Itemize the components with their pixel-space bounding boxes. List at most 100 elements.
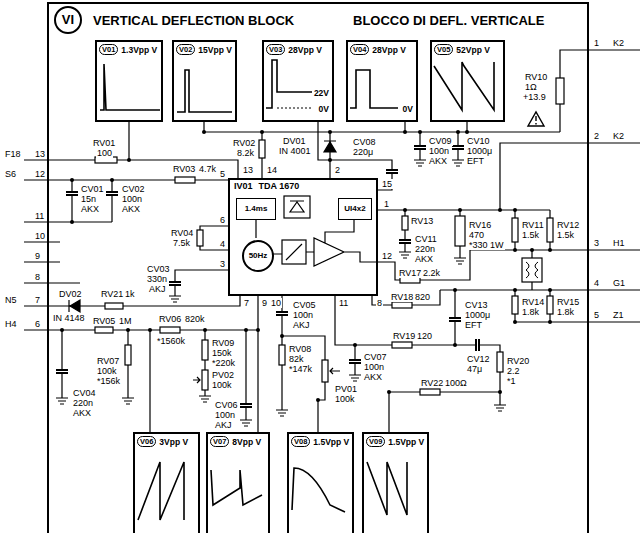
value-label: 220μ [352, 147, 374, 157]
part-name: RV18 [390, 292, 414, 302]
part-name: CV07 [363, 352, 388, 362]
connector-name: S6 [4, 169, 17, 179]
pin-number: 13 [34, 149, 46, 159]
pin-number: 11 [338, 298, 349, 308]
value-label: +13.9 [522, 92, 547, 102]
value-label: 1.8k [521, 307, 540, 317]
value-label: 1000μ [466, 146, 493, 156]
connector-name: N5 [4, 295, 18, 305]
pin-number: 14 [266, 165, 278, 175]
value-label: AKJ [214, 420, 233, 430]
pin-number: 10 [34, 231, 46, 241]
part-name: CV10 [466, 136, 491, 146]
frame [48, 3, 588, 533]
pin-number: 2 [593, 131, 600, 141]
part-name: RV06 [158, 314, 182, 324]
connector-name: H4 [4, 319, 18, 329]
pin-number: 820 [414, 292, 431, 302]
part-name: RV13 [410, 216, 434, 226]
value-label: 1Ω [524, 82, 538, 92]
waveform-box: V091.5Vpp V [362, 432, 429, 533]
pin-number: 120 [416, 331, 433, 341]
amplitude-label: 3Vpp V [159, 437, 188, 447]
part-name: RV20 [506, 356, 530, 366]
pin-number: 12 [34, 169, 46, 179]
waveform-box: V0552Vpp V [430, 40, 505, 122]
test-point-tag: V07 [210, 436, 229, 447]
part-name: RV19 [392, 331, 416, 341]
value-label: AKX [72, 408, 92, 418]
pin-number: 2 [334, 165, 341, 175]
part-name: RV07 [96, 356, 120, 366]
part-name: RV09 [211, 338, 235, 348]
part-name: RV08 [288, 344, 312, 354]
value-label: 1.8k [556, 307, 575, 317]
node-text: VI [62, 13, 74, 27]
capacitor-plates [56, 146, 479, 407]
value-label: AKX [80, 204, 100, 214]
waveform-box: V078Vpp V [206, 432, 270, 533]
value-label: 1.5k [556, 230, 575, 240]
part-name: CV12 [466, 354, 491, 364]
value-label: 1000μ [464, 310, 491, 320]
value-label: 220n [72, 398, 94, 408]
test-point-tag: V06 [137, 436, 156, 447]
amplitude-label: 1.5Vpp V [388, 437, 424, 447]
value-label: 100k [334, 394, 356, 404]
part-name: CV11 [414, 234, 438, 244]
part-name: CV02 [121, 184, 146, 194]
heading-text: BLOCCO DI DEFL. VERTICALE [352, 13, 545, 28]
part-name: RV05 [92, 316, 116, 326]
amplitude-label: 1.5Vpp V [313, 437, 349, 447]
waveform-box: V0215Vpp V [172, 40, 237, 122]
value-label: 330n [146, 274, 168, 284]
label-row: V081.5Vpp V [291, 436, 349, 447]
value-label: 2.2k [422, 268, 441, 278]
part-name: RV12 [556, 220, 580, 230]
label-row: V0428Vpp V [350, 44, 406, 55]
value-label: 1M [118, 316, 133, 326]
pin-number: 1 [383, 199, 390, 209]
amplitude-label: 52Vpp V [456, 45, 490, 55]
value-label: 220n [414, 244, 436, 254]
pin-number: 9 [34, 251, 41, 261]
pin-number: 3 [593, 238, 600, 248]
label-row: IV01TDA 1670 [234, 181, 299, 192]
value-label: 100n [363, 362, 385, 372]
label-row: V0215Vpp V [176, 44, 232, 55]
part-name: RV15 [556, 297, 580, 307]
function-block: 1.4ms [236, 198, 276, 220]
value-label: AKX [363, 372, 383, 382]
value-label: 100n [428, 146, 450, 156]
test-point-tag: V03 [266, 44, 285, 55]
part-name: IV01 [234, 181, 253, 192]
value-label: 820k [184, 314, 206, 324]
label-row: V063Vpp V [137, 436, 188, 447]
waveform [100, 60, 494, 520]
part-name: CV09 [428, 136, 453, 146]
part-name: RV22 [420, 378, 444, 388]
part-name: RV04 [170, 228, 194, 238]
label-row: V011.3Vpp V [99, 44, 157, 55]
connector-name: K2 [612, 131, 625, 141]
pin-number: 470 [468, 230, 485, 240]
label-row: V0552Vpp V [434, 44, 490, 55]
pin-number: 5 [219, 169, 226, 179]
pin-number: 9 [261, 298, 268, 308]
part-name: RV14 [521, 297, 545, 307]
ic-block: IV01TDA 16701.4msUI4x250Hz [228, 178, 378, 296]
part-name: RV21 [100, 289, 124, 299]
value-label: 7.5k [172, 238, 191, 248]
value-label: 47μ [466, 364, 483, 374]
connector-name: G1 [612, 278, 626, 288]
amplitude-label: 28Vpp V [288, 45, 322, 55]
waveform-box: V0328Vpp V22V0V [262, 40, 334, 122]
part-name: RV02 [232, 138, 256, 148]
value-label: IN 4001 [278, 146, 312, 156]
value-label: *147k [288, 364, 313, 374]
value-label: 100n [292, 310, 314, 320]
pin-number: 11 [34, 211, 45, 221]
part-name: CV06 [214, 400, 239, 410]
part-name: CV03 [146, 264, 171, 274]
